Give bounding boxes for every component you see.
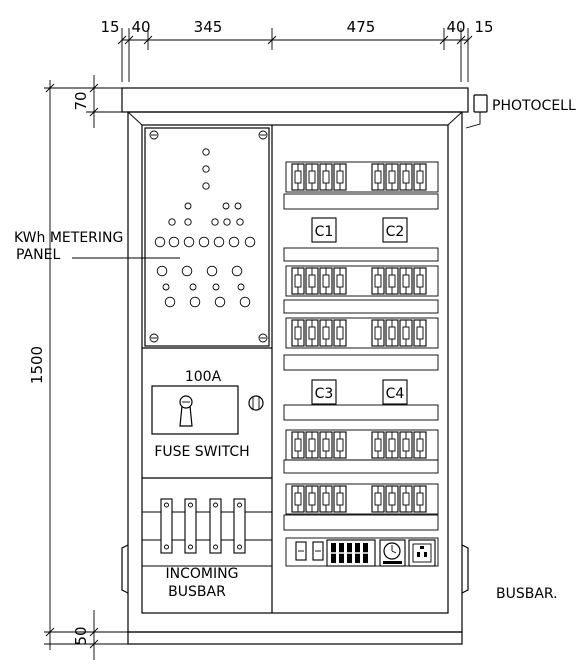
breaker-terminal <box>399 319 413 347</box>
incoming-busbar-section: INCOMING BUSBAR <box>142 498 272 600</box>
breaker-terminal <box>399 485 413 513</box>
breaker-terminal <box>385 267 399 295</box>
breaker-terminal <box>291 319 305 347</box>
breaker-terminal <box>385 163 399 191</box>
breaker-row <box>285 265 439 297</box>
panel-fixing-screws <box>149 130 268 343</box>
breaker-terminal <box>371 431 385 459</box>
breaker-terminal <box>333 267 347 295</box>
breaker-terminal <box>305 485 319 513</box>
breaker-terminal <box>385 319 399 347</box>
kwh-metering-panel: KWh METERING PANEL <box>14 127 270 347</box>
dim-475: 475 <box>347 18 376 36</box>
breaker-terminal <box>333 163 347 191</box>
fuse-switch-section: 100A FUSE SWITCH <box>142 347 272 479</box>
cabinet-body <box>121 87 469 645</box>
dim-15-left: 15 <box>100 18 119 36</box>
distribution-section: C1 C2 C3 C4 <box>283 161 558 602</box>
circuit-label-c3: C3 <box>315 386 334 402</box>
breaker-terminal <box>305 163 319 191</box>
breaker-terminal <box>371 267 385 295</box>
breaker-terminal <box>291 431 305 459</box>
dim-50: 50 <box>72 626 90 645</box>
control-terminal-block <box>312 539 376 567</box>
control-row <box>285 537 439 567</box>
breaker-terminal <box>371 485 385 513</box>
incoming-busbar-bar-4 <box>233 498 246 554</box>
breaker-row <box>285 161 439 193</box>
breaker-terminal <box>371 163 385 191</box>
socket-outlet-icon <box>408 539 436 567</box>
breaker-terminal <box>413 163 427 191</box>
breaker-terminal <box>385 485 399 513</box>
circuit-labels: C1 C2 C3 C4 <box>311 217 408 405</box>
dim-40-left: 40 <box>131 18 150 36</box>
fuse-switch-label: FUSE SWITCH <box>154 444 249 460</box>
circuit-label-c1: C1 <box>315 224 334 240</box>
breaker-rows <box>285 161 439 515</box>
circuit-label-c2: C2 <box>386 224 405 240</box>
breaker-row <box>285 429 439 461</box>
breaker-terminal <box>319 485 333 513</box>
breaker-terminal <box>399 267 413 295</box>
circuit-label-c4: C4 <box>386 386 405 402</box>
time-switch-clock-icon <box>379 539 406 567</box>
breaker-terminal <box>305 319 319 347</box>
fuse-switch-handle-icon <box>179 395 193 427</box>
breaker-terminal <box>319 267 333 295</box>
breaker-terminal <box>291 163 305 191</box>
breaker-row <box>285 483 439 515</box>
breaker-terminal <box>413 431 427 459</box>
breaker-terminal <box>305 431 319 459</box>
incoming-label-line1: INCOMING <box>166 566 239 582</box>
dim-40-right: 40 <box>446 18 465 36</box>
breaker-terminal <box>319 431 333 459</box>
incoming-busbar-bar-1 <box>160 498 173 554</box>
photocell: PHOTOCELL <box>465 94 576 129</box>
breaker-terminal <box>413 319 427 347</box>
incoming-label-line2: BUSBAR <box>168 584 226 600</box>
fuse-isolator-knob-icon <box>248 395 264 411</box>
incoming-busbar-bar-3 <box>209 498 222 554</box>
breaker-terminal <box>319 163 333 191</box>
control-terminal-left <box>295 541 307 561</box>
breaker-terminal <box>333 485 347 513</box>
kwh-label-line1: KWh METERING <box>14 230 123 246</box>
busbar-label: BUSBAR. <box>496 586 558 602</box>
dim-70: 70 <box>72 91 90 110</box>
breaker-terminal <box>371 319 385 347</box>
breaker-terminal <box>305 267 319 295</box>
breaker-terminal <box>413 485 427 513</box>
breaker-terminal <box>291 485 305 513</box>
breaker-terminal <box>333 319 347 347</box>
breaker-terminal <box>399 431 413 459</box>
dim-345: 345 <box>194 18 223 36</box>
dim-1500: 1500 <box>28 346 46 384</box>
busbar-rails <box>283 193 439 531</box>
photocell-label: PHOTOCELL <box>492 98 576 114</box>
kwh-label-line2: PANEL <box>16 247 60 263</box>
breaker-row <box>285 317 439 349</box>
breaker-terminal <box>291 267 305 295</box>
breaker-terminal <box>385 431 399 459</box>
breaker-terminal <box>413 267 427 295</box>
left-dimension-chain: 70 1500 50 <box>28 75 128 660</box>
breaker-terminal <box>399 163 413 191</box>
breaker-terminal <box>319 319 333 347</box>
dim-15-right: 15 <box>474 18 493 36</box>
top-dimension-chain: 15 40 345 475 40 15 <box>100 18 494 82</box>
breaker-terminal <box>333 431 347 459</box>
fuse-rating-label: 100A <box>185 369 222 385</box>
incoming-busbar-bar-2 <box>184 498 197 554</box>
meter-terminal-holes <box>154 148 256 308</box>
